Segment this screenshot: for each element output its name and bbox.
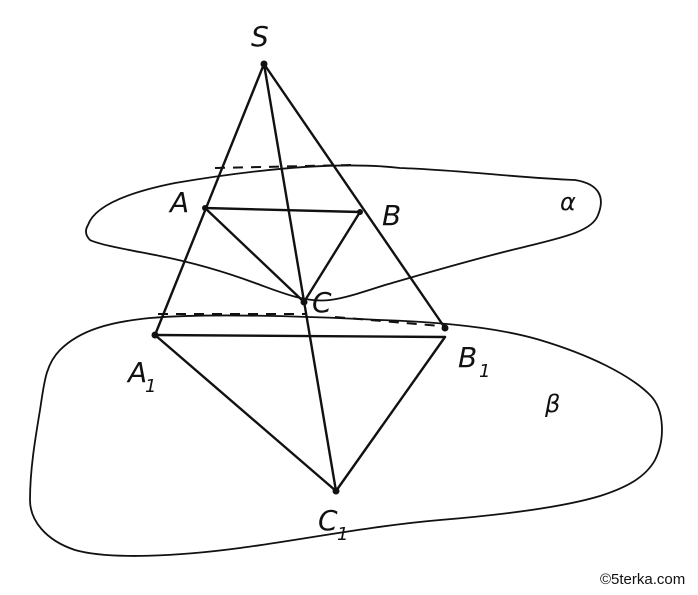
label-B: B [382, 199, 401, 232]
edge-S-C1 [262, 62, 338, 493]
edge-S-A1 [153, 62, 266, 337]
edge-A-B [203, 206, 362, 214]
edge-A1-C1 [153, 333, 338, 493]
plane-beta [29, 314, 663, 557]
label-plane-alpha: α [560, 188, 576, 216]
edge-A1-B1 [153, 333, 447, 339]
edge-B-C [302, 210, 362, 304]
label-S: S [251, 20, 269, 53]
watermark: ©5terka.com [600, 571, 685, 588]
label-A1: A [126, 356, 147, 389]
point-A [202, 205, 208, 211]
point-B [357, 209, 363, 215]
label-B1: B [458, 341, 477, 374]
point-C1 [332, 487, 340, 495]
label-A1-subscript: 1 [145, 376, 156, 397]
plane-alpha [85, 164, 602, 302]
edge-S-B1 [262, 62, 447, 330]
label-C1: C [318, 504, 338, 537]
point-S [260, 60, 268, 68]
point-B1 [441, 324, 449, 332]
label-C: C [312, 286, 332, 319]
edge-A-C [203, 206, 306, 304]
point-A1 [151, 331, 159, 339]
label-B1-subscript: 1 [479, 361, 490, 382]
hidden-edge-upper [214, 164, 353, 169]
point-C [300, 298, 308, 306]
label-A: A [168, 186, 189, 219]
edge-B1-C1 [334, 335, 447, 493]
label-plane-beta: β [544, 390, 560, 418]
label-C1-subscript: 1 [337, 524, 348, 545]
